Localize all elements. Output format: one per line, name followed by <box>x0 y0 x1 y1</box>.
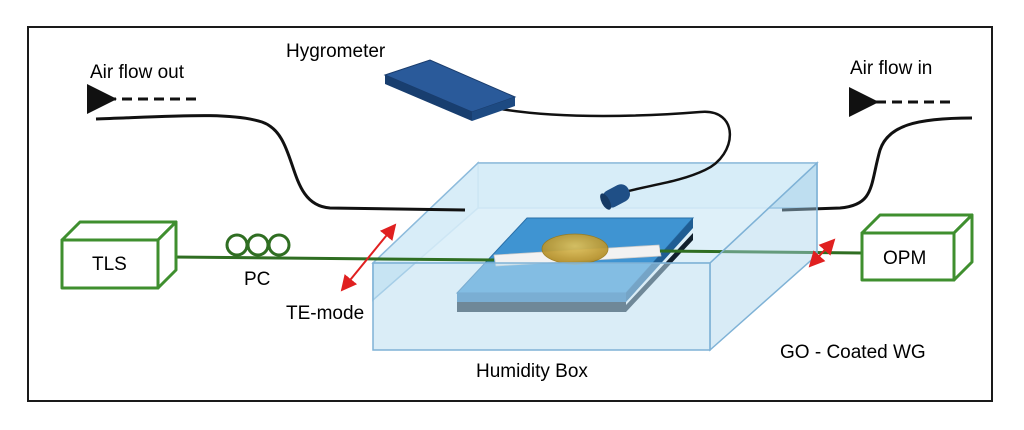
pc-label: PC <box>244 269 271 290</box>
tls-box <box>60 220 178 290</box>
hygrometer-label: Hygrometer <box>286 41 386 62</box>
air-flow-out-label: Air flow out <box>90 62 184 83</box>
opm-label: OPM <box>883 248 927 269</box>
te-mode-label: TE-mode <box>286 303 365 324</box>
air-tube-in <box>781 116 973 212</box>
te-mode-arrow-output <box>808 238 836 268</box>
hygrometer-cable <box>494 106 732 194</box>
polarization-controller-loops <box>225 233 291 257</box>
humidity-box-back <box>371 161 819 302</box>
opm-box <box>860 213 974 282</box>
hygrometer-device <box>383 59 517 121</box>
tls-label: TLS <box>92 254 127 275</box>
figure-frame <box>27 26 993 402</box>
go-coated-wg-label: GO - Coated WG <box>780 342 926 363</box>
te-mode-arrow-input <box>340 223 397 292</box>
humidity-sensor-probe <box>600 184 631 210</box>
air-tube-out <box>95 114 466 212</box>
fiber-left <box>171 255 495 262</box>
go-coating <box>541 233 609 265</box>
humidity-box-label: Humidity Box <box>476 361 588 382</box>
air-flow-in-label: Air flow in <box>850 58 933 79</box>
